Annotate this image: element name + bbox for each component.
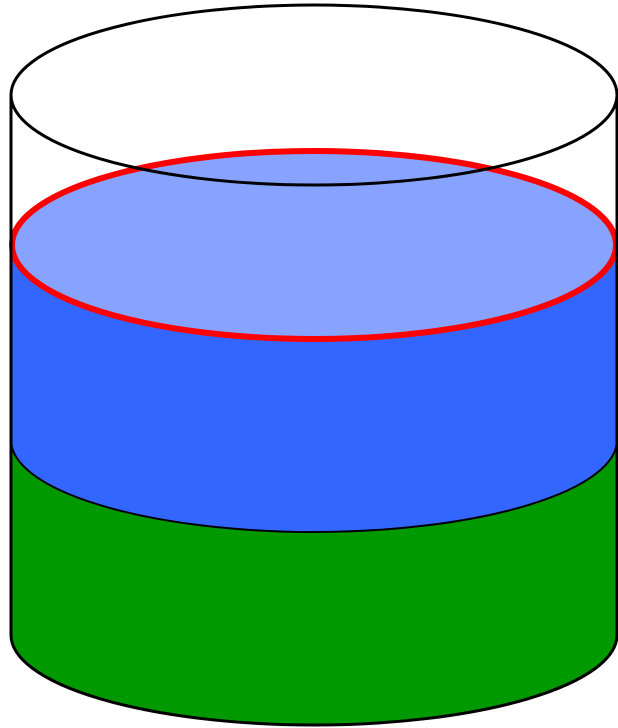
- liquid-surface: [12, 151, 616, 339]
- middle-layer-bottom: [11, 348, 617, 532]
